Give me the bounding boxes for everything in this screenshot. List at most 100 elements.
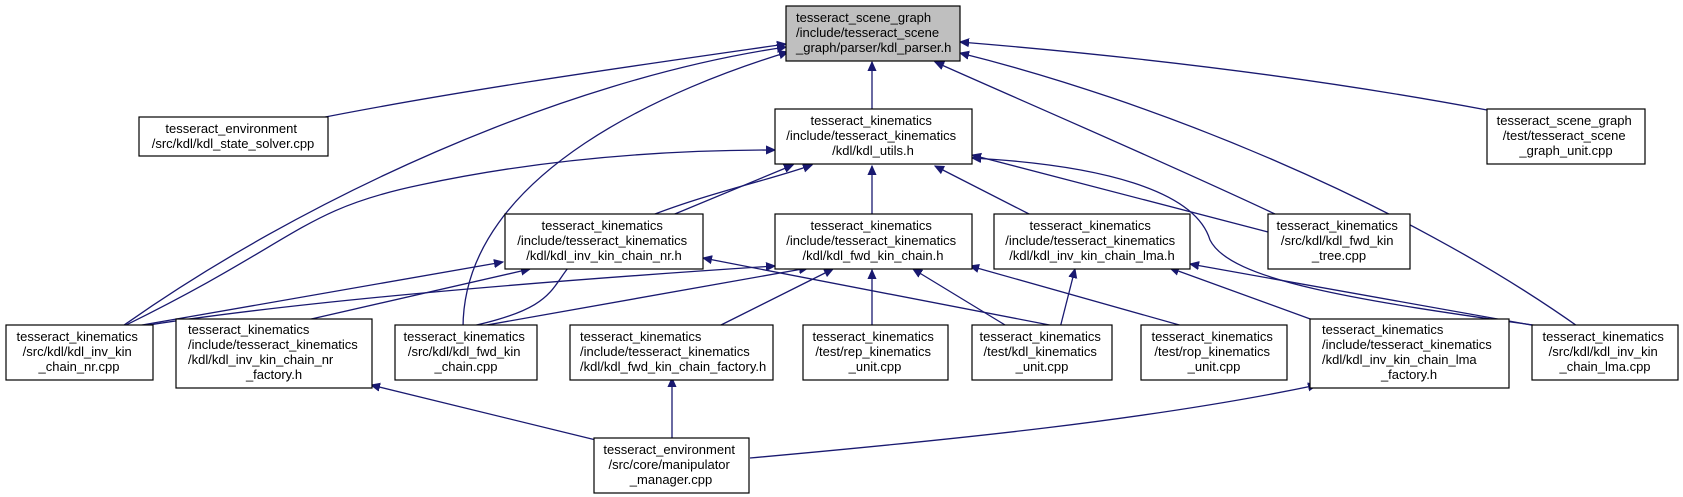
edge-rop-unit-to-fwd-kin-chain-h — [970, 266, 1191, 329]
node-kdl-kinematics-unit-line-2: /test/kdl_kinematics — [983, 344, 1097, 359]
node-manipulator-manager[interactable]: tesseract_environment /src/core/manipula… — [593, 437, 750, 494]
node-kdl-utils-line-3: /kdl/kdl_utils.h — [832, 143, 914, 158]
node-inv-kin-chain-lma-factory-line-3: /kdl/kdl_inv_kin_chain_lma — [1322, 352, 1477, 367]
node-kdl-utils-line-2: /include/tesseract_kinematics — [786, 128, 956, 143]
edge-inv-kin-chain-nr-cpp-to-kdl-utils — [119, 150, 775, 329]
node-inv-kin-chain-lma-factory-line-4: _factory.h — [1380, 367, 1437, 382]
node-kdl-parser[interactable]: tesseract_scene_graph /include/tesseract… — [785, 5, 961, 62]
node-inv-kin-chain-nr-h-line-2: /include/tesseract_kinematics — [517, 233, 687, 248]
node-fwd-kin-chain-h[interactable]: tesseract_kinematics /include/tesseract_… — [774, 213, 973, 270]
node-inv-kin-chain-nr-cpp-line-1: tesseract_kinematics — [16, 329, 138, 344]
edge-inv-kin-chain-nr-h-to-kdl-utils — [669, 165, 793, 217]
node-inv-kin-chain-nr-factory-line-4: _factory.h — [245, 367, 302, 382]
node-inv-kin-chain-nr-factory[interactable]: tesseract_kinematics /include/tesseract_… — [175, 318, 373, 389]
edge-fwd-kin-tree-to-kdl-utils — [972, 155, 1269, 233]
node-inv-kin-chain-nr-cpp-line-3: _chain_nr.cpp — [38, 359, 120, 374]
node-inv-kin-chain-nr-factory-line-2: /include/tesseract_kinematics — [188, 337, 358, 352]
edge-state-solver-to-kdl-parser — [309, 44, 786, 121]
node-rop-kinematics-unit-line-2: /test/rop_kinematics — [1154, 344, 1270, 359]
node-inv-kin-chain-nr-factory-line-3: /kdl/kdl_inv_kin_chain_nr — [188, 352, 334, 367]
svg-text:tesseract_environment: tesseract_environment /src/kdl/kdl_state… — [152, 121, 315, 151]
node-kdl-utils[interactable]: tesseract_kinematics /include/tesseract_… — [774, 108, 973, 165]
node-inv-kin-chain-lma-factory-line-2: /include/tesseract_kinematics — [1322, 337, 1492, 352]
node-fwd-kin-chain-factory-line-2: /include/tesseract_kinematics — [580, 344, 750, 359]
edge-inv-kin-chain-nr-cpp-to-fwd-kin-chain-h — [129, 266, 775, 329]
node-kdl-parser-line-2: /include/tesseract_scene — [796, 25, 939, 40]
node-fwd-kin-chain-h-line-3: /kdl/kdl_fwd_kin_chain.h — [803, 248, 944, 263]
edge-scene-graph-unit-to-kdl-parser — [960, 42, 1488, 111]
edges — [119, 42, 1581, 459]
node-fwd-kin-chain-h-line-1: tesseract_kinematics — [810, 218, 932, 233]
edge-kdl-kinematics-unit-to-inv-kin-chain-lma-h — [1059, 269, 1075, 329]
node-inv-kin-chain-lma-factory[interactable]: tesseract_kinematics /include/tesseract_… — [1309, 318, 1510, 389]
node-inv-kin-chain-nr-factory-line-1: tesseract_kinematics — [188, 322, 310, 337]
svg-text:tesseract_kinematics /: tesseract_kinematics /src/kdl/kdl_inv_ki… — [16, 329, 141, 374]
node-inv-kin-chain-nr-h[interactable]: tesseract_kinematics /include/tesseract_… — [504, 213, 704, 270]
node-fwd-kin-chain-cpp-line-3: _chain.cpp — [434, 359, 498, 374]
edge-fwd-kin-chain-cpp-to-fwd-kin-chain-h — [469, 268, 808, 329]
node-fwd-kin-tree-cpp-line-2: /src/kdl/kdl_fwd_kin — [1281, 233, 1394, 248]
nodes: tesseract_scene_graph /include/tesseract… — [5, 5, 1679, 494]
edge-nr-factory-to-inv-kin-chain-nr-h — [271, 269, 530, 329]
svg-text:tesseract_scene_graph: tesseract_scene_graph /include/tesseract… — [795, 10, 951, 55]
node-rep-kinematics-unit[interactable]: tesseract_kinematics /test/rep_kinematic… — [802, 324, 949, 381]
node-inv-kin-chain-lma-h-line-3: /kdl/kdl_inv_kin_chain_lma.h — [1009, 248, 1174, 263]
svg-text:tesseract_kinematics /: tesseract_kinematics /test/rep_kinematic… — [812, 329, 937, 374]
edge-inv-kin-chain-lma-h-to-kdl-utils — [935, 165, 1034, 217]
node-scene-graph-unit-line-1: tesseract_scene_graph — [1497, 113, 1632, 128]
node-fwd-kin-chain-cpp-line-1: tesseract_kinematics — [403, 329, 525, 344]
node-kdl-kinematics-unit-line-3: _unit.cpp — [1015, 359, 1069, 374]
node-inv-kin-chain-nr-h-line-1: tesseract_kinematics — [541, 218, 663, 233]
edge-inv-kin-chain-lma-cpp-to-kdl-parser — [960, 53, 1581, 329]
svg-text:tesseract_kinematics /: tesseract_kinematics /src/kdl/kdl_fwd_ki… — [1276, 218, 1401, 263]
node-inv-kin-chain-lma-cpp-line-1: tesseract_kinematics — [1542, 329, 1664, 344]
node-kdl-kinematics-unit-line-1: tesseract_kinematics — [979, 329, 1101, 344]
node-rep-kinematics-unit-line-3: _unit.cpp — [848, 359, 902, 374]
node-inv-kin-chain-nr-cpp[interactable]: tesseract_kinematics /src/kdl/kdl_inv_ki… — [5, 324, 154, 381]
node-fwd-kin-chain-cpp[interactable]: tesseract_kinematics /src/kdl/kdl_fwd_ki… — [394, 324, 538, 381]
node-fwd-kin-tree-cpp-line-3: _tree.cpp — [1311, 248, 1366, 263]
node-inv-kin-chain-nr-cpp-line-2: /src/kdl/kdl_inv_kin — [23, 344, 132, 359]
node-inv-kin-chain-lma-h[interactable]: tesseract_kinematics /include/tesseract_… — [993, 213, 1191, 270]
node-inv-kin-chain-lma-factory-line-1: tesseract_kinematics — [1322, 322, 1444, 337]
node-fwd-kin-tree-cpp-line-1: tesseract_kinematics — [1276, 218, 1398, 233]
node-kdl-parser-line-3: _graph/parser/kdl_parser.h — [795, 40, 951, 55]
node-state-solver-line-2: /src/kdl/kdl_state_solver.cpp — [152, 136, 315, 151]
svg-text:tesseract_kinematics /: tesseract_kinematics /include/tesseract_… — [580, 329, 766, 374]
node-fwd-kin-chain-cpp-line-2: /src/kdl/kdl_fwd_kin — [408, 344, 521, 359]
node-kdl-kinematics-unit[interactable]: tesseract_kinematics /test/kdl_kinematic… — [971, 324, 1113, 381]
node-kdl-parser-line-1: tesseract_scene_graph — [796, 10, 931, 25]
node-fwd-kin-chain-h-line-2: /include/tesseract_kinematics — [786, 233, 956, 248]
node-scene-graph-unit-line-2: /test/tesseract_scene — [1503, 128, 1626, 143]
edge-fwd-kin-chain-cpp-to-kdl-parser — [462, 52, 788, 329]
node-kdl-utils-line-1: tesseract_kinematics — [810, 113, 932, 128]
node-rop-kinematics-unit-line-3: _unit.cpp — [1187, 359, 1241, 374]
svg-text:tesseract_kinematics /: tesseract_kinematics /test/rop_kinematic… — [1151, 329, 1276, 374]
node-manipulator-manager-line-3: _manager.cpp — [629, 472, 712, 487]
node-inv-kin-chain-lma-h-line-1: tesseract_kinematics — [1029, 218, 1151, 233]
node-inv-kin-chain-lma-cpp-line-2: /src/kdl/kdl_inv_kin — [1549, 344, 1658, 359]
edge-inv-kin-chain-lma-cpp-to-kdl-utils — [972, 158, 1556, 329]
node-fwd-kin-chain-factory-line-1: tesseract_kinematics — [580, 329, 702, 344]
node-state-solver[interactable]: tesseract_environment /src/kdl/kdl_state… — [138, 116, 329, 157]
svg-text:tesseract_kinematics /: tesseract_kinematics /include/tesseract_… — [1322, 322, 1495, 382]
edge-kdl-kinematics-unit-to-inv-kin-chain-nr-h — [703, 258, 1066, 329]
edge-inv-kin-chain-nr-cpp-to-inv-kin-chain-nr-h — [124, 262, 503, 329]
svg-text:tesseract_kinematics /: tesseract_kinematics /include/tesseract_… — [1005, 218, 1178, 263]
edge-fwd-kin-tree-to-kdl-parser — [935, 61, 1276, 215]
edge-fwd-kin-chain-factory-to-fwd-kin-chain-h — [714, 268, 833, 329]
node-inv-kin-chain-lma-cpp[interactable]: tesseract_kinematics /src/kdl/kdl_inv_ki… — [1531, 324, 1679, 381]
svg-text:tesseract_kinematics /: tesseract_kinematics /src/kdl/kdl_inv_ki… — [1542, 329, 1667, 374]
node-scene-graph-unit[interactable]: tesseract_scene_graph /test/tesseract_sc… — [1486, 108, 1646, 165]
svg-text:tesseract_kinematics /: tesseract_kinematics /include/tesseract_… — [517, 218, 690, 263]
svg-text:tesseract_scene_graph: tesseract_scene_graph /test/tesseract_sc… — [1497, 113, 1636, 158]
edge-manipulator-manager-to-lma-factory — [749, 385, 1317, 459]
node-rop-kinematics-unit-line-1: tesseract_kinematics — [1151, 329, 1273, 344]
svg-text:tesseract_kinematics /: tesseract_kinematics /include/tesseract_… — [188, 322, 361, 382]
node-fwd-kin-chain-factory[interactable]: tesseract_kinematics /include/tesseract_… — [569, 324, 774, 381]
svg-text:tesseract_kinematics /: tesseract_kinematics /include/tesseract_… — [786, 113, 959, 158]
node-rop-kinematics-unit[interactable]: tesseract_kinematics /test/rop_kinematic… — [1140, 324, 1288, 381]
node-fwd-kin-tree-cpp[interactable]: tesseract_kinematics /src/kdl/kdl_fwd_ki… — [1267, 213, 1411, 270]
node-scene-graph-unit-line-3: _graph_unit.cpp — [1518, 143, 1612, 158]
node-manipulator-manager-line-2: /src/core/manipulator — [608, 457, 730, 472]
